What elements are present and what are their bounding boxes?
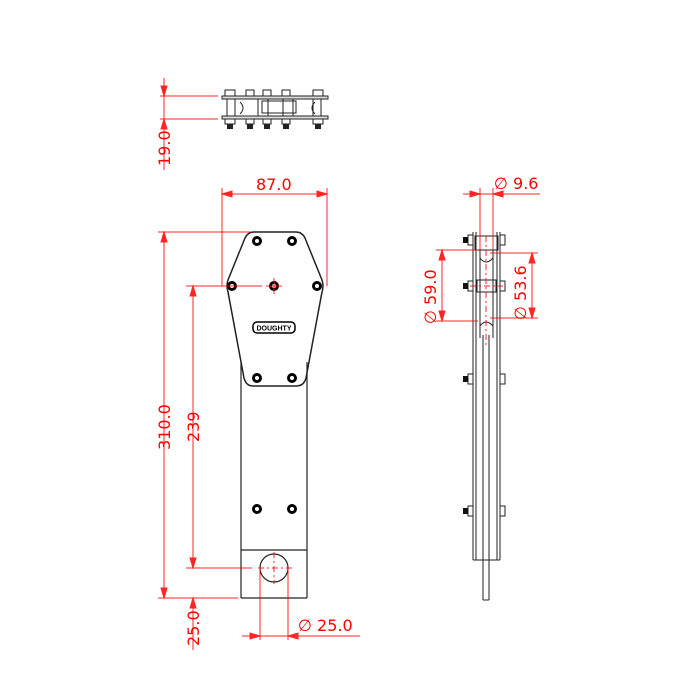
hole-height-dimension: 239 <box>184 411 203 442</box>
doughty-logo: DOUGHTY <box>252 321 296 334</box>
top-view-dimension <box>160 78 218 170</box>
thickness-dimension: 19.0 <box>155 130 174 166</box>
outer-diameter-dimension: ∅ 59.0 <box>421 269 440 324</box>
width-dimension: 87.0 <box>256 175 292 194</box>
hole-diameter-dimension: ∅ 25.0 <box>298 616 353 635</box>
overall-height-dimension: 310.0 <box>155 404 174 450</box>
side-view-bolts <box>467 234 506 517</box>
front-view-dimensions <box>158 188 360 650</box>
svg-text:DOUGHTY: DOUGHTY <box>257 326 292 333</box>
top-view <box>221 89 329 129</box>
bottom-offset-dimension: 25.0 <box>184 610 203 646</box>
inner-diameter-dimension: ∅ 53.6 <box>511 265 530 320</box>
side-view-dimensions <box>436 188 540 345</box>
pin-diameter-dimension: ∅ 9.6 <box>494 174 538 193</box>
